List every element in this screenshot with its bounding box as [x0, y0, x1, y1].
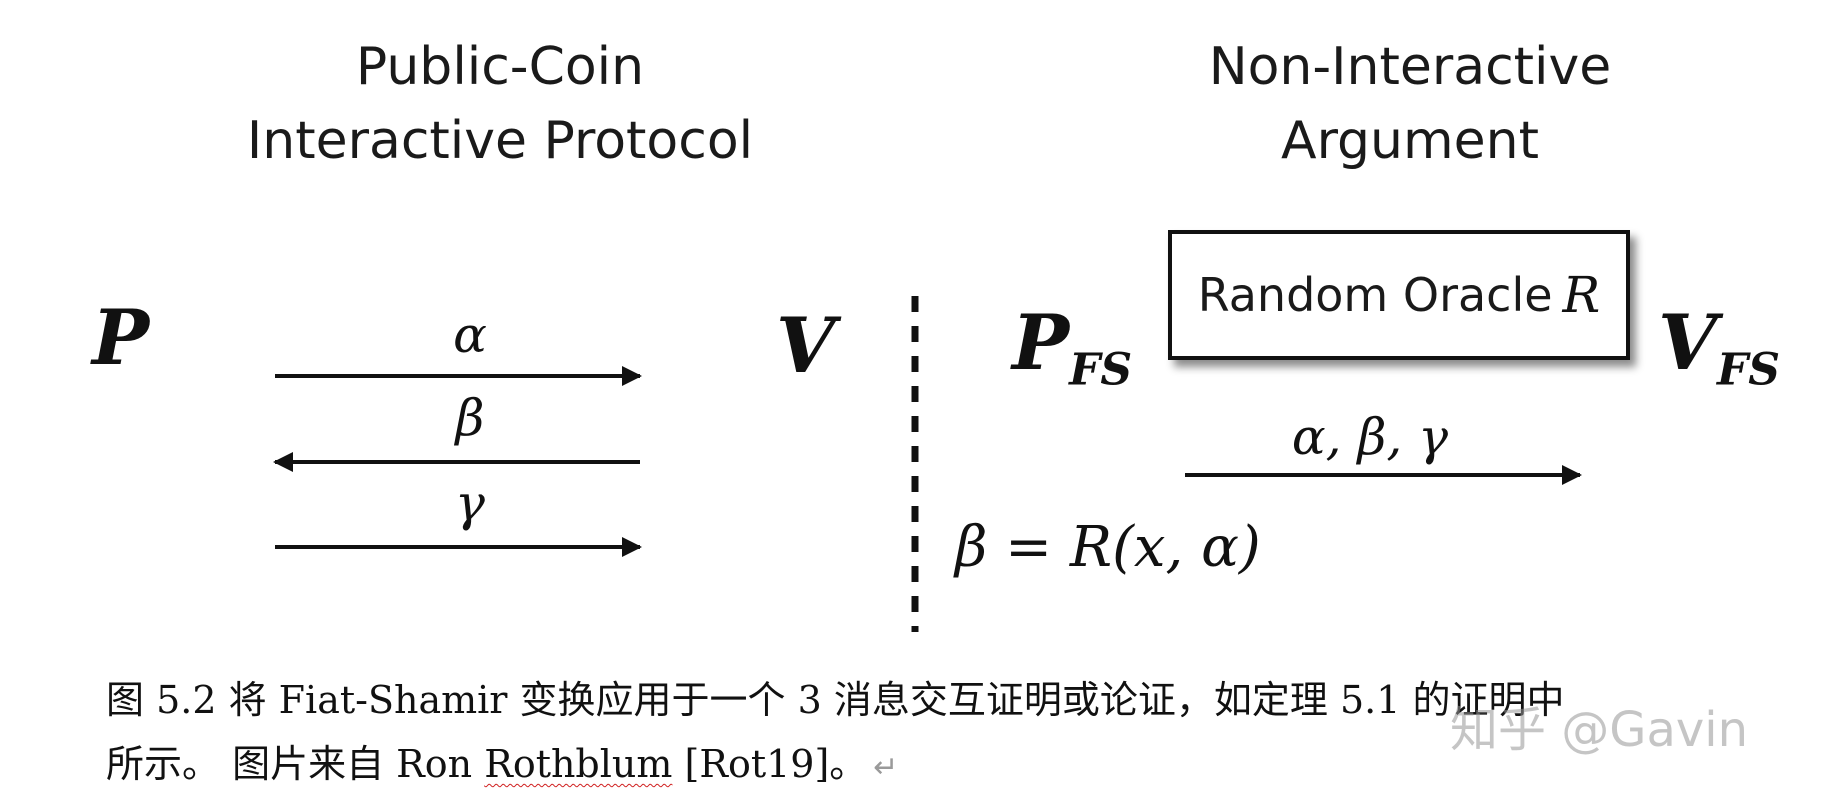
- message-alpha: α: [453, 306, 487, 364]
- watermark: 知乎 @Gavin: [1450, 702, 1749, 758]
- heading-interactive-protocol: Public-Coin Interactive Protocol: [240, 30, 760, 178]
- random-oracle-box: Random Oracle R: [1168, 230, 1630, 360]
- paragraph-return-icon: ↵: [873, 750, 899, 785]
- caption-line1: 图 5.2 将 Fiat-Shamir 变换应用于一个 3 消息交互证明或论证，…: [106, 678, 1565, 722]
- figure-caption: 图 5.2 将 Fiat-Shamir 变换应用于一个 3 消息交互证明或论证，…: [106, 668, 1786, 800]
- message-beta: β: [455, 389, 485, 447]
- heading-right-line1: Non-Interactive: [1208, 37, 1612, 97]
- caption-line2-after: [Rot19]。: [672, 742, 868, 786]
- caption-spellcheck-word: Rothblum: [484, 742, 673, 786]
- fs-verifier-label: VFS: [1658, 298, 1780, 396]
- fs-prover-subscript: FS: [1069, 344, 1133, 396]
- heading-right-line2: Argument: [1281, 111, 1539, 171]
- verifier-label: V: [776, 301, 835, 390]
- message-combined: α, β, γ: [1291, 408, 1449, 466]
- random-oracle-variable: R: [1562, 266, 1601, 324]
- caption-line2: 所示。 图片来自 Ron Rothblum [Rot19]。↵: [106, 732, 1786, 800]
- random-oracle-label: Random Oracle: [1197, 268, 1553, 322]
- caption-line2-before: 所示。 图片来自 Ron: [106, 742, 485, 786]
- heading-left-line1: Public-Coin: [355, 37, 645, 97]
- challenge-equation: β = R(x, α): [955, 515, 1261, 580]
- heading-non-interactive-argument: Non-Interactive Argument: [1150, 30, 1670, 178]
- message-gamma: γ: [455, 474, 485, 532]
- prover-label: P: [92, 293, 150, 382]
- heading-left-line2: Interactive Protocol: [246, 111, 754, 171]
- fs-prover-label: PFS: [1012, 298, 1133, 396]
- fs-verifier-subscript: FS: [1716, 344, 1780, 396]
